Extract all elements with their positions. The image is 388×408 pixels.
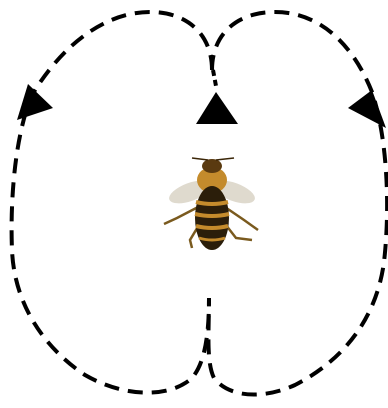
center-arrowhead [196, 92, 238, 124]
honeybee-icon [164, 158, 258, 250]
right-loop-path [208, 12, 387, 395]
left-arrowhead [17, 84, 53, 120]
right-arrowhead [348, 90, 386, 128]
center-waggle-mark [213, 70, 216, 86]
